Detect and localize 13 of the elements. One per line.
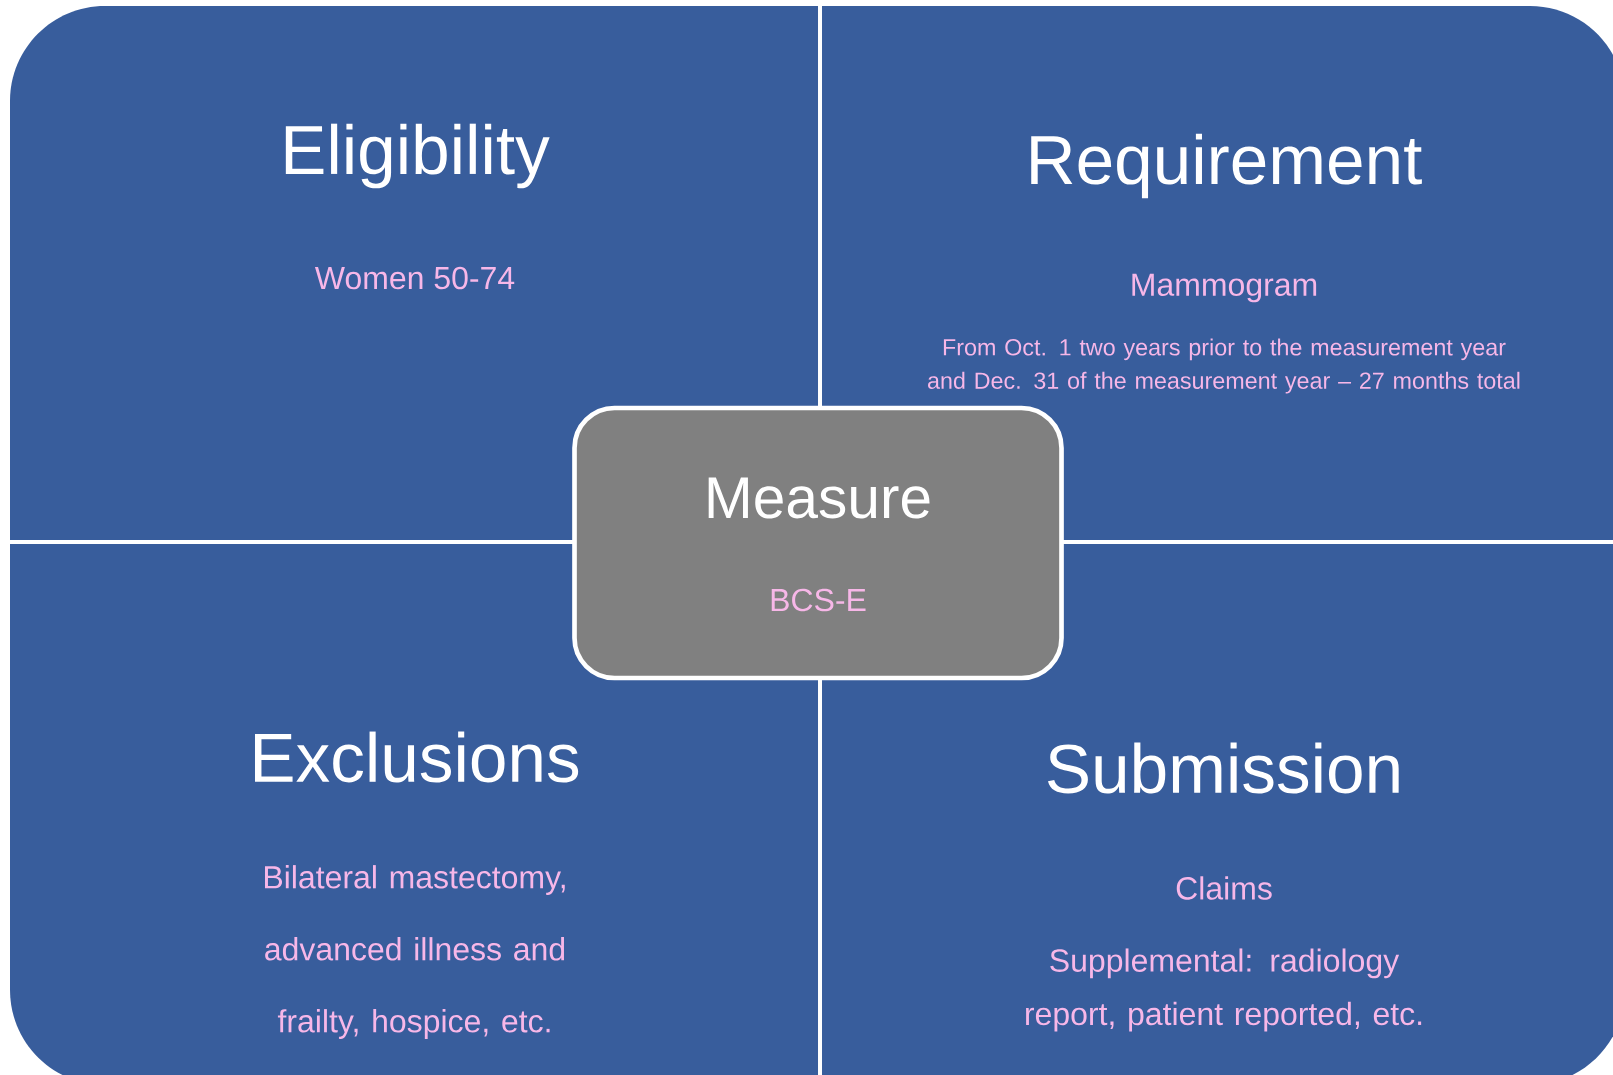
body-text: Bilateral mastectomy, advanced illness and frailty, hospice, etc.	[265, 865, 565, 1039]
heading: Exclusions	[255, 731, 579, 783]
body-text: Mammogram	[1132, 273, 1317, 303]
body-text: From Oct. 1 two years prior to the measurement year and Dec. 31 of the measurement year – 27 months total	[928, 338, 1520, 394]
heading: Measure	[708, 477, 930, 519]
heading: Submission	[1048, 742, 1399, 794]
body-text: Claims	[1176, 876, 1272, 900]
body-text: Women 50-74	[314, 266, 515, 290]
heading: Eligibility	[285, 123, 550, 189]
body-text: Supplemental: radiology report, patient reported, etc.	[1026, 948, 1422, 1032]
heading: Requirement	[1031, 133, 1422, 199]
body-text: BCS-E	[771, 588, 866, 612]
center-box	[572, 405, 1064, 681]
